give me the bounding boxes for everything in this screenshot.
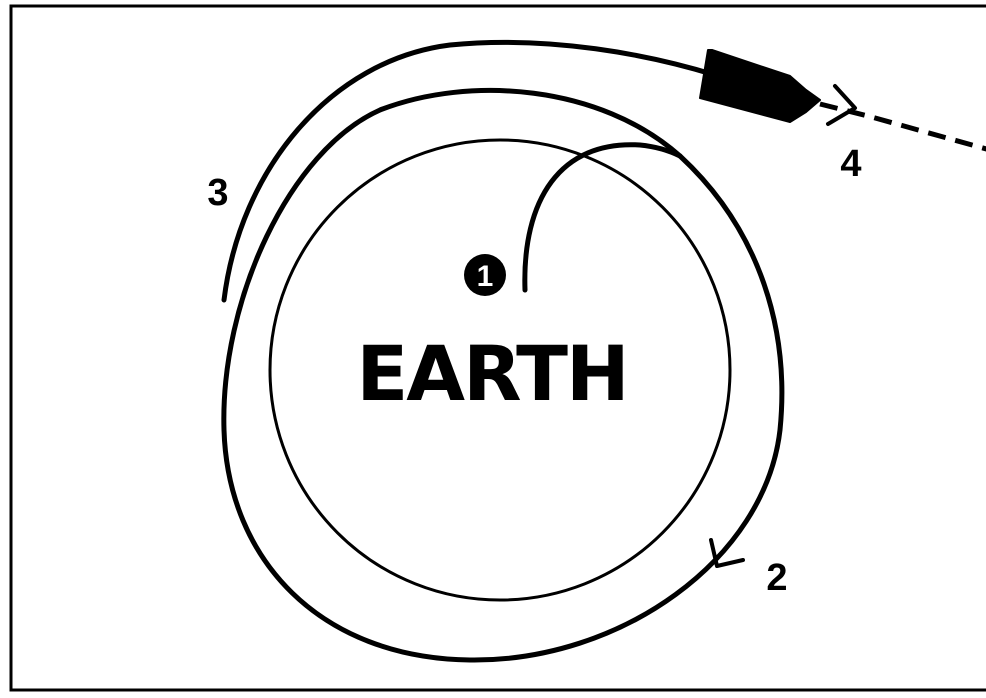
step-label-2: 2 (766, 557, 787, 599)
launch-marker-number: 1 (477, 260, 494, 293)
step-label-4: 4 (840, 143, 861, 185)
earth-label: EARTH (356, 329, 627, 418)
step-label-3: 3 (207, 172, 228, 214)
launch-marker: 1 (464, 254, 506, 296)
